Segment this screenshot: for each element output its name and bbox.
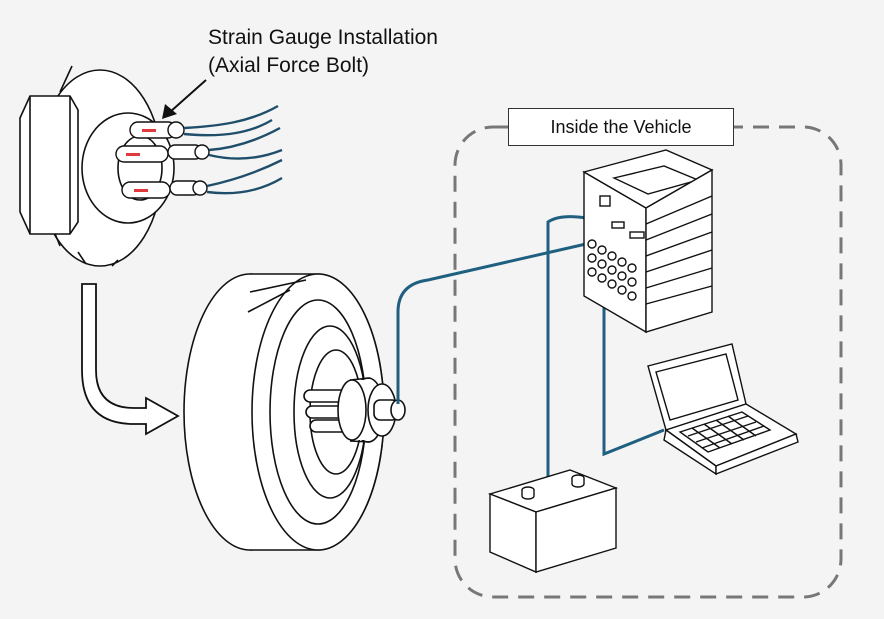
pointer-arrow-icon bbox=[162, 79, 207, 119]
caption-title: Strain Gauge Installation bbox=[208, 26, 438, 49]
tire-icon bbox=[183, 273, 406, 551]
caption-subtitle: (Axial Force Bolt) bbox=[208, 54, 370, 77]
data-cables bbox=[396, 215, 665, 493]
inside-vehicle-label: Inside the Vehicle bbox=[508, 108, 734, 146]
vehicle-boundary bbox=[453, 125, 843, 599]
down-right-arrow-icon bbox=[81, 283, 180, 436]
data-logger-icon bbox=[582, 149, 714, 334]
caption: Strain Gauge Installation (Axial Force B… bbox=[208, 24, 438, 80]
gauge-wires bbox=[183, 104, 283, 195]
battery-icon bbox=[487, 469, 619, 574]
strain-gauge-icon bbox=[126, 129, 156, 192]
hub-flange-icon bbox=[19, 65, 175, 267]
laptop-icon bbox=[647, 343, 799, 476]
